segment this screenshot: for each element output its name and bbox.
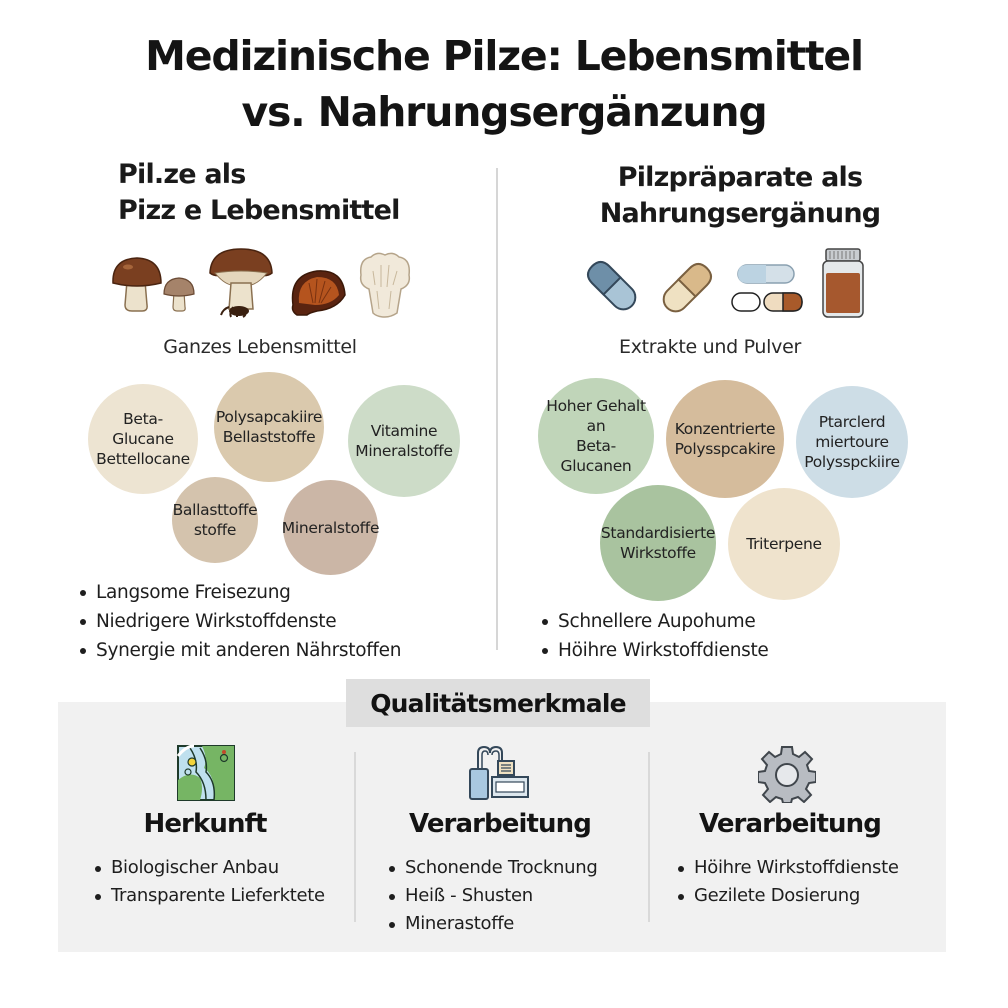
- circle-konzentrierte: Konzentrierte Polysspcakire: [666, 380, 784, 498]
- quality-bullets-verarbeitung-2: Höihre Wirkstoffdienste Gezilete Dosieru…: [676, 854, 899, 910]
- left-heading-line-2: Pizz e Lebensmittel: [118, 195, 400, 226]
- quality-panel: [58, 702, 946, 952]
- list-item: Biologischer Anbau: [93, 854, 325, 882]
- shiitake-mushroom-icon: [209, 248, 273, 318]
- left-sub-label: Ganzes Lebensmittel: [163, 336, 357, 358]
- circle-standardisierte: Standardisierte Wirkstoffe: [600, 485, 716, 601]
- list-item: Höihre Wirkstoffdienste: [540, 636, 769, 665]
- quality-bullets-verarbeitung-1: Schonende Trocknung Heiß - Shusten Miner…: [387, 854, 598, 938]
- blue-capsule-icon: [586, 260, 637, 311]
- left-bullet-list: Langsome Freisezung Niedrigere Wirkstoff…: [78, 578, 401, 665]
- list-item: Transparente Lieferktete: [93, 882, 325, 910]
- list-item: Schnellere Aupohume: [540, 607, 769, 636]
- quality-title-herkunft: Herkunft: [143, 809, 267, 839]
- quality-bullets-herkunft: Biologischer Anbau Transparente Lieferkt…: [93, 854, 325, 910]
- list-item: Heiß - Shusten: [387, 882, 598, 910]
- left-heading-line-1: Pil.ze als: [118, 159, 246, 190]
- quality-title-verarbeitung-1: Verarbeitung: [409, 809, 592, 839]
- right-bullet-list: Schnellere Aupohume Höihre Wirkstoffdien…: [540, 607, 769, 665]
- quality-label: Qualitätsmerkmale: [346, 679, 650, 727]
- mushroom-icons-row: [100, 245, 420, 325]
- right-sub-label: Extrakte und Pulver: [618, 336, 801, 358]
- reishi-mushroom-icon: [291, 270, 346, 316]
- quality-divider-1: [354, 752, 356, 922]
- list-item: Synergie mit anderen Nährstoffen: [78, 636, 401, 665]
- circle-beta-glucanen: Hoher Gehalt an Beta- Glucanen: [538, 378, 654, 494]
- quality-title-verarbeitung-2: Verarbeitung: [699, 809, 882, 839]
- gear-icon: [758, 746, 816, 803]
- page-title: Medizinische Pilze: Lebensmittel vs. Nah…: [0, 28, 1008, 140]
- list-item: Höihre Wirkstoffdienste: [676, 854, 899, 882]
- list-item: Gezilete Dosierung: [676, 882, 899, 910]
- right-heading: Pilzpräparate als Nahrungsergänung: [560, 160, 920, 232]
- right-heading-line-1: Pilzpräparate als: [617, 162, 863, 193]
- lions-mane-mushroom-icon: [359, 252, 411, 318]
- supplement-icons-row: [570, 245, 880, 325]
- powder-jar-icon: [822, 248, 864, 318]
- small-mushroom-icon: [163, 277, 195, 312]
- list-item: Minerastoffe: [387, 910, 598, 938]
- list-item: Niedrigere Wirkstoffdenste: [78, 607, 401, 636]
- capsules-group-icon: [731, 264, 803, 312]
- right-heading-line-2: Nahrungsergänung: [599, 198, 881, 229]
- column-divider: [496, 168, 498, 650]
- title-line-2: vs. Nahrungsergänzung: [241, 88, 767, 136]
- title-line-1: Medizinische Pilze: Lebensmittel: [145, 32, 864, 80]
- circle-mineralstoffe: Mineralstoffe: [282, 480, 380, 575]
- circle-ptarclerd: Ptarclerd miertoure Polysspckiire: [796, 386, 908, 498]
- circle-triterpene: Triterpene: [728, 488, 840, 600]
- brown-mushroom-icon: [112, 257, 162, 312]
- list-item: Langsome Freisezung: [78, 578, 401, 607]
- processing-machine-icon: [469, 745, 529, 800]
- list-item: Schonende Trocknung: [387, 854, 598, 882]
- left-heading: Pil.ze als Pizz e Lebensmittel: [118, 157, 400, 229]
- map-icon: [176, 744, 235, 801]
- beige-capsule-icon: [662, 262, 713, 313]
- quality-divider-2: [648, 752, 650, 922]
